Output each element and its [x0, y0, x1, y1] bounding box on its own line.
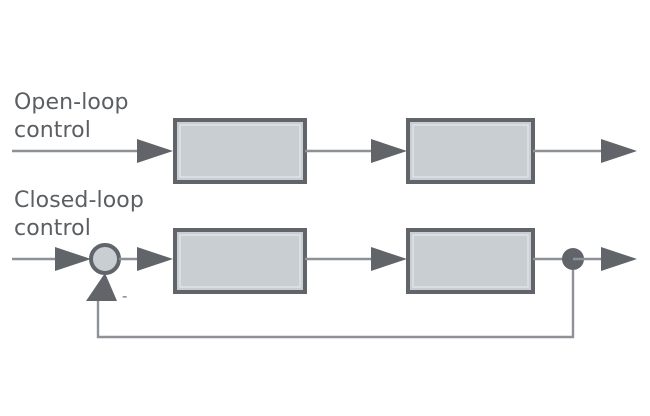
closed-loop-label-line-2: control	[14, 216, 91, 241]
closed-loop-link-arrowhead	[371, 247, 407, 271]
open-loop-label-line-1: Open-loop	[14, 90, 129, 115]
summing-to-block1-arrowhead	[137, 247, 173, 271]
closed-loop-block-2-body	[406, 228, 535, 294]
closed-loop-block-2[interactable]	[406, 228, 535, 294]
open-loop-block-2[interactable]	[406, 118, 535, 184]
open-loop-block-1-body	[173, 118, 307, 184]
closed-loop-input-arrowhead	[55, 247, 91, 271]
closed-loop-label-line-1: Closed-loop	[14, 188, 144, 213]
summing-junction-circle	[89, 243, 121, 275]
open-loop-link-arrowhead	[371, 139, 407, 163]
closed-loop-block-1-body	[173, 228, 307, 294]
summing-junction[interactable]	[89, 243, 121, 275]
closed-loop-block-1-inner-highlight	[179, 234, 301, 288]
feedback-path-line	[96, 270, 575, 339]
open-loop-block-1-inner-highlight	[179, 124, 301, 178]
open-loop-block-2-inner-highlight	[412, 124, 529, 178]
closed-loop-block-2-inner-highlight	[412, 234, 529, 288]
closed-loop-block-1[interactable]	[173, 228, 307, 294]
open-loop-label-line-2: control	[14, 118, 91, 143]
open-loop-block-1[interactable]	[173, 118, 307, 184]
open-loop-input-arrowhead	[137, 139, 173, 163]
open-loop-block-2-body	[406, 118, 535, 184]
feedback-minus-sign: -	[122, 287, 127, 305]
open-loop-output-arrowhead	[601, 139, 637, 163]
feedback-arrowhead	[86, 273, 117, 301]
closed-loop-output-arrowhead	[601, 247, 637, 271]
